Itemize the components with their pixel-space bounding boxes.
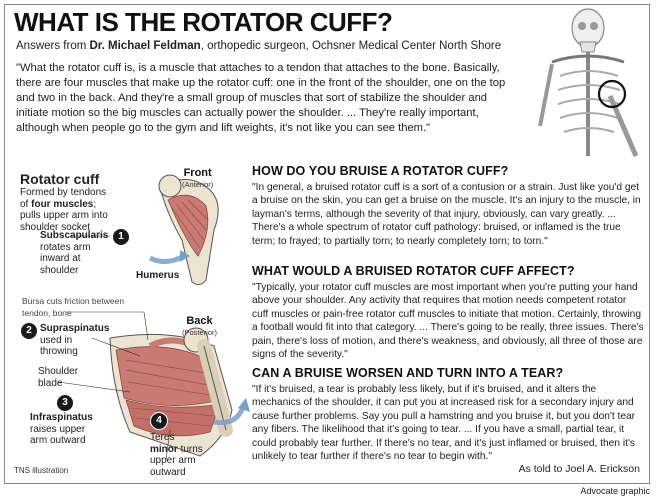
teres-minor-label: Teres minor turns upper arm outward bbox=[150, 432, 218, 478]
rotator-cuff-desc-2: ; pulls upper arm into shoulder socket bbox=[20, 198, 108, 233]
back-sub-label: (Posterior) bbox=[182, 328, 218, 337]
front-sub-label: (Anterior) bbox=[182, 180, 214, 189]
supraspinatus-desc: used in throwing bbox=[40, 334, 78, 358]
qa-question-2: WHAT WOULD A BRUISED ROTATOR CUFF AFFECT… bbox=[252, 264, 575, 278]
subscapularis-label: Subscapularis rotates arm inward at shou… bbox=[40, 230, 108, 276]
supraspinatus-label: Supraspinatus used in throwing bbox=[40, 323, 110, 358]
subscapularis-desc: rotates arm inward at shoulder bbox=[40, 241, 91, 276]
shoulder-blade-label: Shoulder blade bbox=[38, 366, 79, 389]
qa-block-2: WHAT WOULD A BRUISED ROTATOR CUFF AFFECT… bbox=[252, 264, 644, 361]
supraspinatus-name: Supraspinatus bbox=[40, 323, 110, 334]
intro-quote: "What the rotator cuff is, is a muscle t… bbox=[16, 62, 506, 134]
humerus-label: Humerus bbox=[136, 270, 180, 281]
rotator-cuff-desc-1: Formed by tendons of bbox=[20, 187, 107, 210]
qa-question-3: CAN A BRUISE WORSEN AND TURN INTO A TEAR… bbox=[252, 366, 564, 380]
shoulder-anatomy-illustration bbox=[57, 174, 250, 461]
infraspinatus-label: Infraspinatus raises upper arm outward bbox=[30, 412, 98, 447]
rotator-cuff-heading: Rotator cuff bbox=[20, 171, 100, 187]
qa-answer-3: "If it's bruised, a tear is probably les… bbox=[252, 384, 636, 463]
marker-4: 4 bbox=[150, 412, 168, 430]
anatomy-panel: Rotator cuff Formed by tendons of four m… bbox=[0, 160, 260, 480]
page-title: WHAT IS THE ROTATOR CUFF? bbox=[14, 7, 393, 37]
graphic-frame bbox=[4, 4, 650, 484]
marker-1: 1 bbox=[112, 228, 130, 246]
byline-suffix: , orthopedic surgeon, Ochsner Medical Ce… bbox=[200, 40, 502, 52]
byline-prefix: Answers from bbox=[16, 40, 90, 52]
qa-block-3: CAN A BRUISE WORSEN AND TURN INTO A TEAR… bbox=[252, 366, 644, 463]
back-view-label: Back (Posterior) bbox=[182, 316, 217, 338]
qa-question-1: HOW DO YOU BRUISE A ROTATOR CUFF? bbox=[252, 164, 509, 178]
rotator-cuff-desc-bold: four muscles bbox=[31, 198, 94, 210]
qa-block-1: HOW DO YOU BRUISE A ROTATOR CUFF? "In ge… bbox=[252, 164, 644, 248]
footer-credit: Advocate graphic bbox=[580, 486, 650, 496]
skeleton-illustration bbox=[538, 8, 639, 157]
teres-minor-name-1: Teres bbox=[150, 432, 175, 443]
teres-minor-name-2: minor bbox=[150, 443, 178, 455]
byline: Answers from Dr. Michael Feldman, orthop… bbox=[16, 40, 501, 52]
marker-3: 3 bbox=[56, 394, 74, 412]
as-told-credit: As told to Joel A. Erickson bbox=[518, 463, 640, 475]
front-label: Front bbox=[183, 167, 212, 179]
rotator-cuff-label: Rotator cuff Formed by tendons of four m… bbox=[20, 172, 116, 233]
bursa-label: Bursa cuts friction between tendon, bone bbox=[22, 296, 125, 318]
teres-minor-desc: turns upper arm outward bbox=[150, 443, 203, 478]
byline-name: Dr. Michael Feldman bbox=[89, 40, 201, 52]
qa-answer-1: "In general, a bruised rotator cuff is a… bbox=[252, 182, 641, 247]
subscapularis-name: Subscapularis bbox=[40, 230, 109, 241]
infraspinatus-desc: raises upper arm outward bbox=[30, 423, 86, 447]
marker-2: 2 bbox=[20, 322, 38, 340]
qa-answer-2: "Typically, your rotator cuff muscles ar… bbox=[252, 282, 644, 361]
back-label: Back bbox=[186, 315, 213, 327]
infraspinatus-name: Infraspinatus bbox=[30, 412, 93, 423]
illustration-credit: TNS illustration bbox=[14, 466, 69, 475]
front-view-label: Front (Anterior) bbox=[182, 168, 213, 190]
